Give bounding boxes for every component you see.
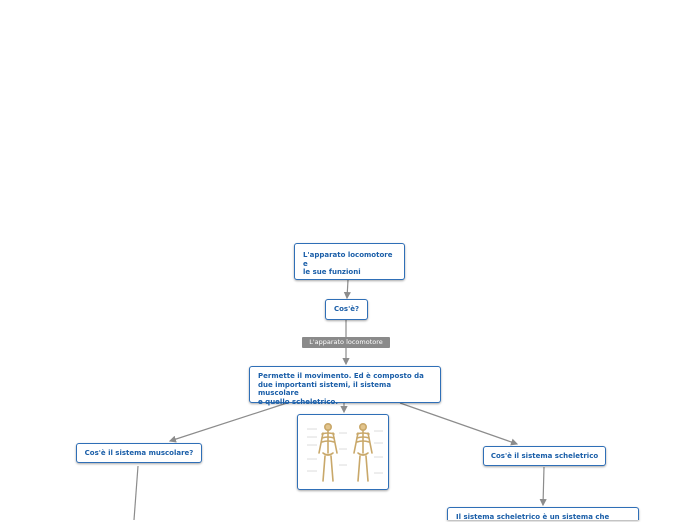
connector-description-skeletal	[399, 402, 519, 446]
relation-label[interactable]: L'apparato locomotore	[302, 337, 390, 348]
node-skeletal-question[interactable]: Cos'è il sistema scheletrico	[483, 446, 606, 466]
node-skeleton-image[interactable]	[297, 414, 389, 490]
node-what-is[interactable]: Cos'è?	[325, 299, 368, 320]
node-muscular-question[interactable]: Cos'è il sistema muscolare?	[76, 443, 202, 463]
connector-description-muscular	[168, 402, 288, 443]
connector-skeletal-answer	[539, 466, 547, 507]
skeleton-illustration-icon	[307, 423, 383, 482]
connector-root-whatis	[343, 279, 351, 300]
node-skeletal-answer[interactable]: Il sistema scheletrico è un sistema che	[447, 507, 639, 521]
node-description[interactable]: Permette il movimento. Ed è composto da …	[249, 366, 441, 406]
node-root[interactable]: L'apparato locomotore e le sue funzioni	[294, 243, 405, 280]
connector-muscular-down	[133, 465, 139, 520]
